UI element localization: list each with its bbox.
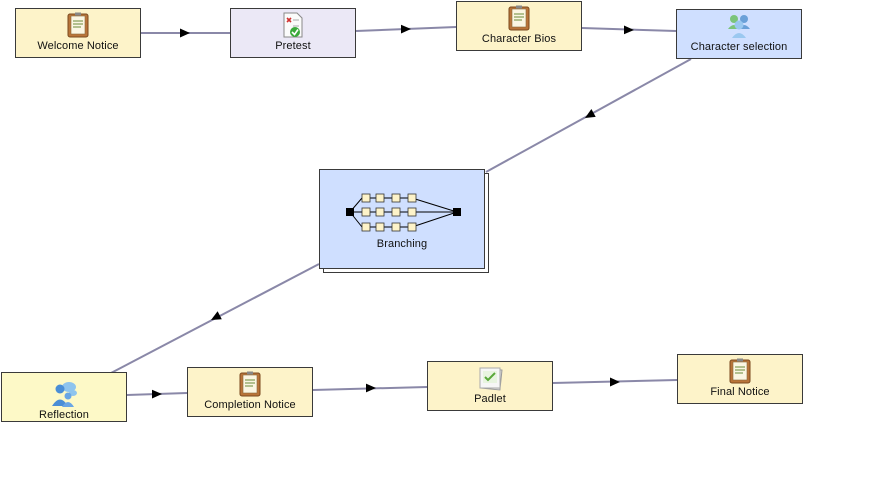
node-label: Branching xyxy=(376,238,428,250)
node-label: Character Bios xyxy=(481,33,557,45)
node-label: Padlet xyxy=(474,393,506,405)
node-final-notice[interactable]: Final Notice xyxy=(677,354,803,404)
node-padlet[interactable]: Padlet xyxy=(427,361,553,411)
arrowhead-8 xyxy=(610,377,620,387)
arrowhead-2 xyxy=(401,24,411,34)
arrowhead-7 xyxy=(366,383,376,393)
node-label: Completion Notice xyxy=(204,399,296,411)
notebook-icon xyxy=(507,4,531,32)
arrowhead-4 xyxy=(585,109,596,118)
node-branching[interactable]: Branching xyxy=(319,169,485,269)
people-chat-icon xyxy=(49,377,79,408)
arrowhead-5 xyxy=(211,311,222,320)
node-label: Reflection xyxy=(39,409,89,421)
arrowhead-1 xyxy=(180,28,190,38)
branching-icon xyxy=(342,192,462,232)
notebook-icon xyxy=(728,357,752,385)
test-document-icon xyxy=(281,11,305,39)
node-character-bios[interactable]: Character Bios xyxy=(456,1,582,51)
arrowhead-6 xyxy=(152,389,162,399)
node-label: Final Notice xyxy=(710,386,770,398)
image-board-icon xyxy=(477,364,503,392)
node-pretest[interactable]: Pretest xyxy=(230,8,356,58)
notebook-icon xyxy=(238,370,262,398)
node-character-selection[interactable]: Character selection xyxy=(676,9,802,59)
node-label: Welcome Notice xyxy=(37,40,119,52)
notebook-icon xyxy=(66,11,90,39)
node-label: Character selection xyxy=(690,41,788,53)
user-group-icon xyxy=(724,12,754,40)
arrowhead-3 xyxy=(624,25,634,35)
node-completion-notice[interactable]: Completion Notice xyxy=(187,367,313,417)
node-label: Pretest xyxy=(275,40,311,52)
node-welcome-notice[interactable]: Welcome Notice xyxy=(15,8,141,58)
node-reflection[interactable]: Reflection xyxy=(1,372,127,422)
